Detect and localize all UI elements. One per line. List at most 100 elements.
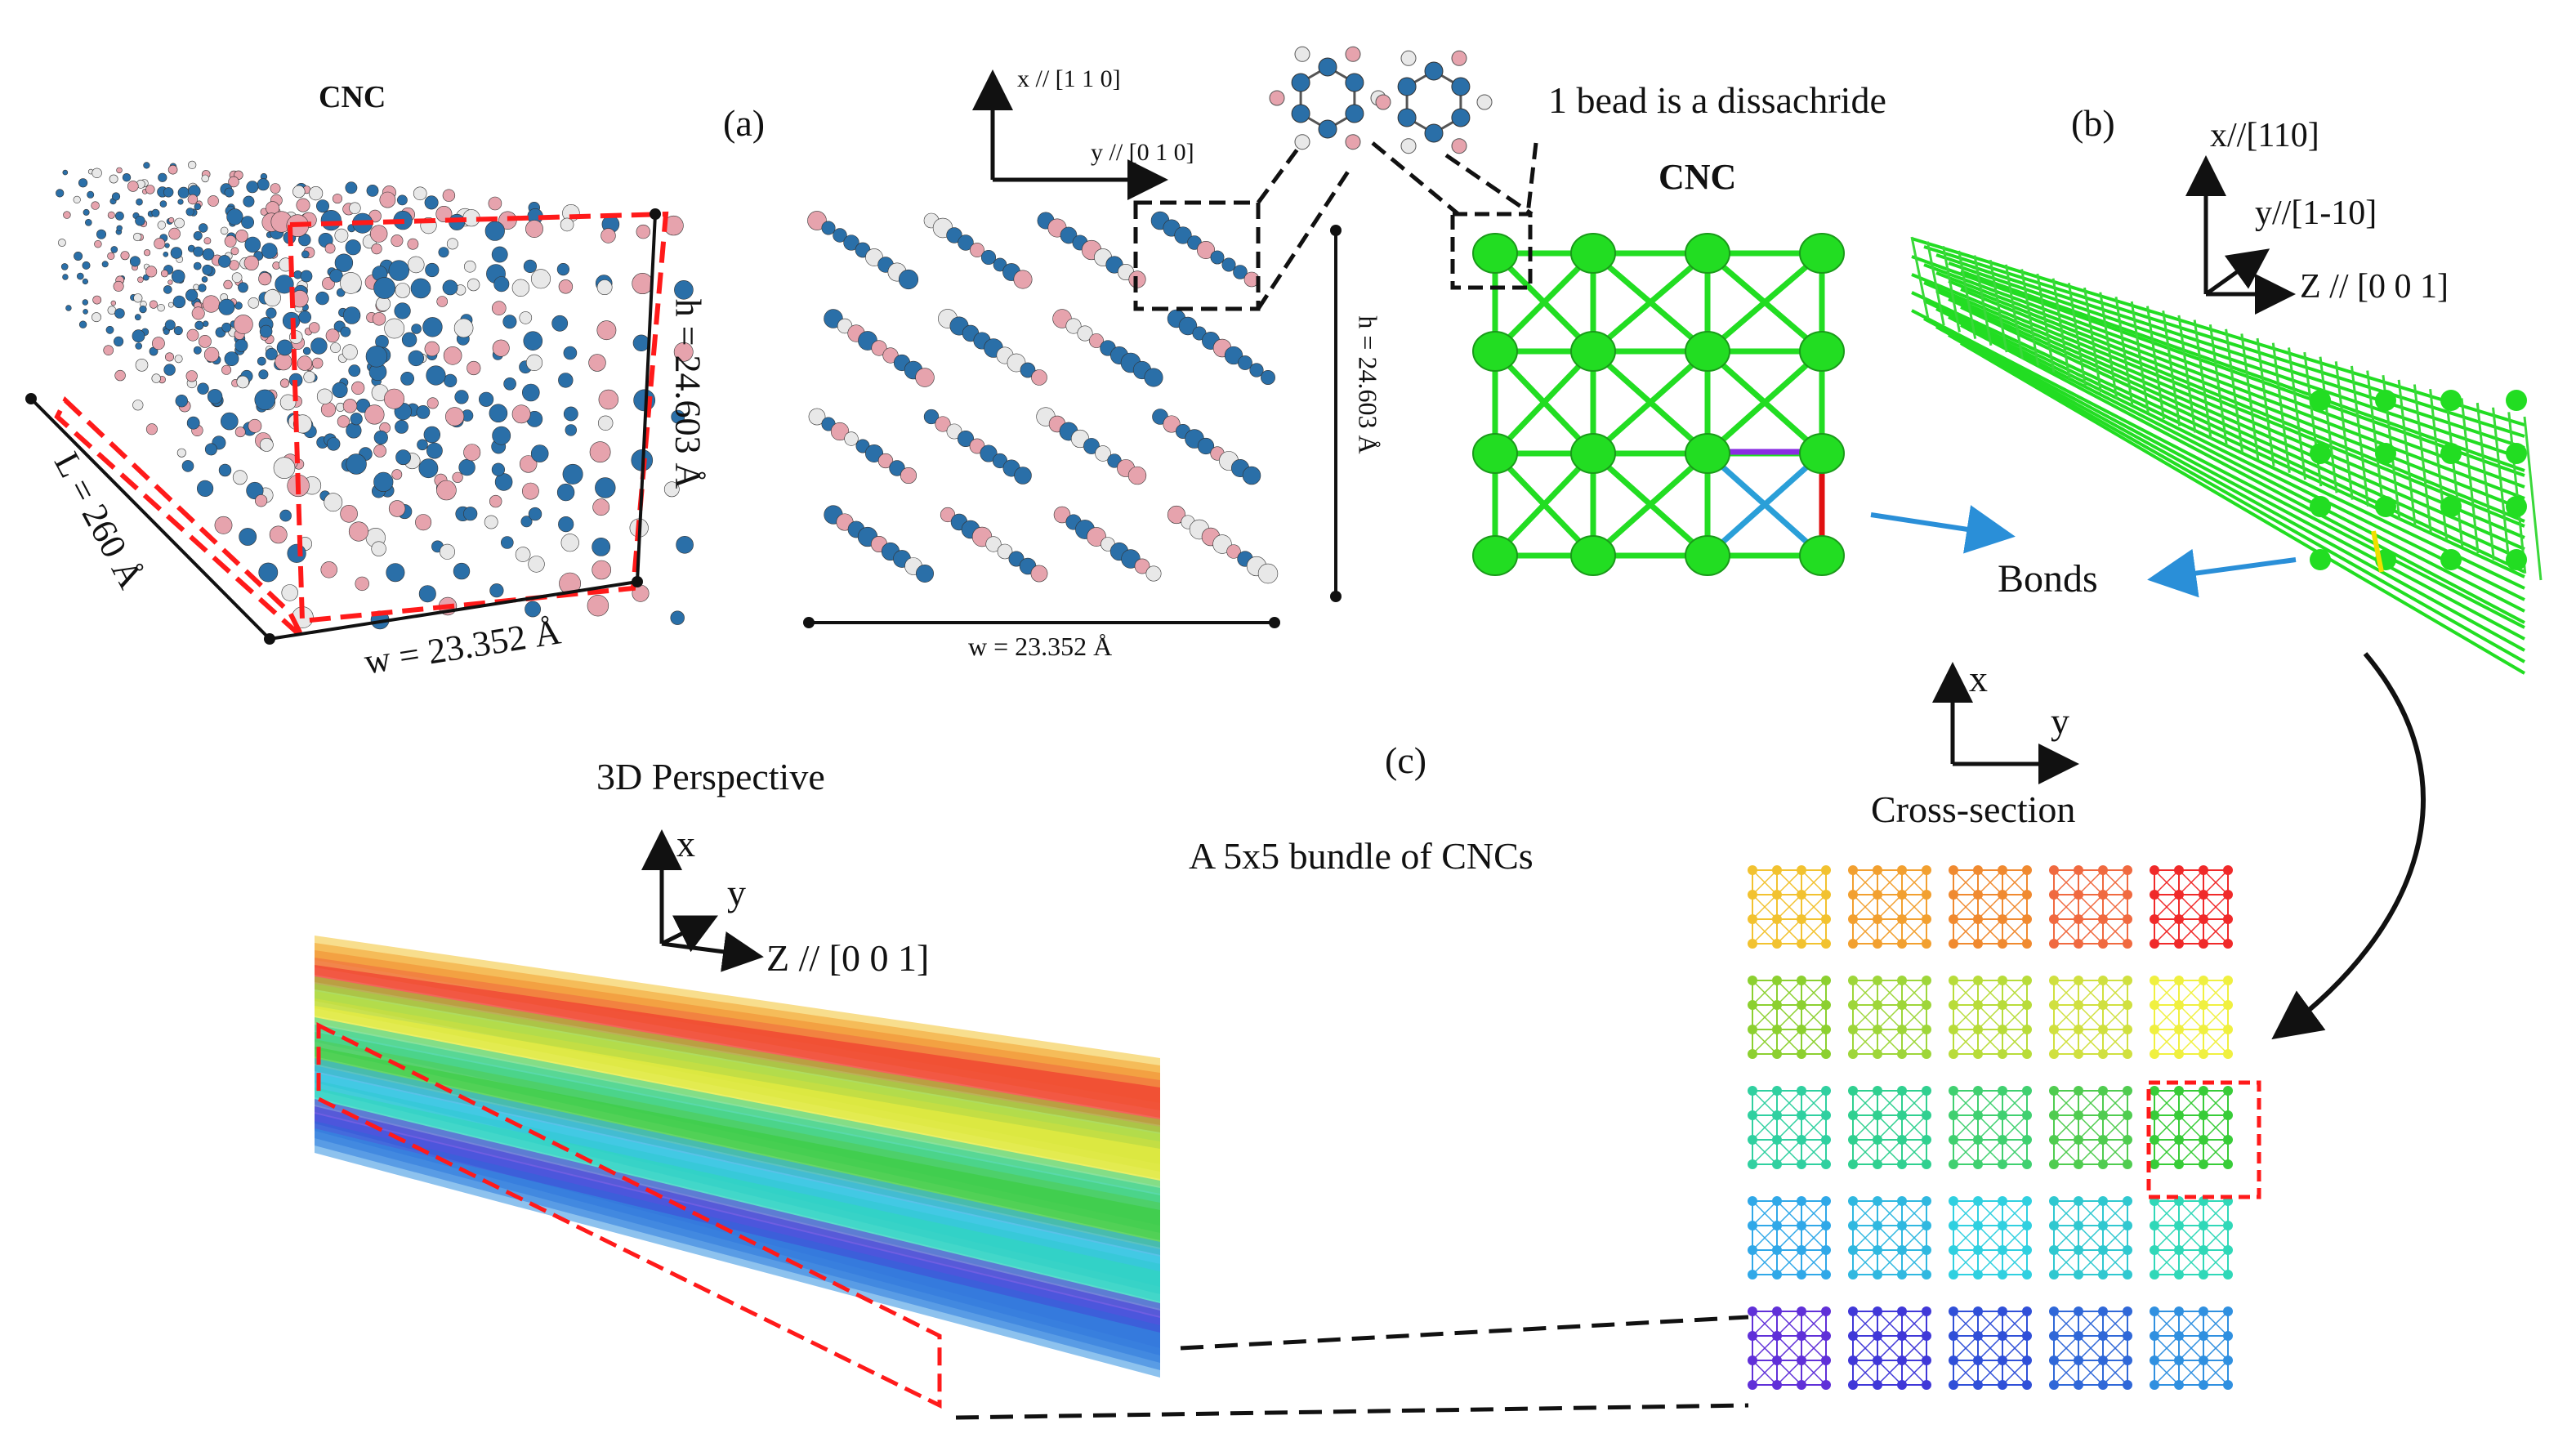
bond — [1877, 1139, 1903, 1165]
bead — [2049, 1000, 2059, 1010]
bead — [1973, 1086, 1983, 1096]
bead — [1748, 1086, 1757, 1096]
bead — [2074, 939, 2083, 949]
atom — [218, 298, 235, 315]
bead — [1949, 1025, 1958, 1034]
bond — [1901, 1114, 1927, 1141]
axis-y-label: y — [727, 872, 746, 913]
atom — [281, 584, 298, 601]
atom — [302, 346, 311, 355]
atom — [560, 217, 574, 232]
bead — [1848, 1110, 1858, 1120]
atom — [83, 208, 90, 216]
bead — [2223, 1159, 2233, 1169]
bond — [1591, 451, 1710, 558]
bead — [1873, 1270, 1882, 1280]
atom — [410, 278, 431, 299]
atom — [92, 312, 101, 323]
bond — [2154, 1360, 2180, 1386]
atom — [270, 183, 281, 194]
atom — [292, 185, 306, 199]
rod-strut — [2193, 319, 2212, 440]
atom — [467, 278, 480, 292]
atom — [151, 208, 160, 217]
bond — [1801, 1335, 1827, 1361]
atom — [525, 354, 543, 372]
atom — [160, 270, 169, 278]
bead — [1772, 1110, 1782, 1120]
bead — [2199, 1000, 2208, 1010]
zoom-lead-line — [1256, 145, 1301, 204]
bead — [1973, 865, 1983, 875]
bond — [2178, 1029, 2204, 1055]
atom — [202, 248, 215, 261]
bead — [1772, 1086, 1782, 1096]
atom — [1375, 94, 1391, 110]
bead — [2123, 1086, 2132, 1096]
bead — [1922, 1025, 1931, 1034]
bead — [2174, 1306, 2184, 1316]
bead — [1797, 1221, 1806, 1230]
axis-x-label: x // [1 1 0] — [1017, 65, 1121, 92]
bond — [2002, 1004, 2028, 1030]
bead — [2150, 1270, 2159, 1280]
bead — [1949, 1245, 1958, 1255]
bead — [2174, 1380, 2184, 1390]
bond — [1953, 918, 1979, 945]
bead — [2098, 1025, 2108, 1034]
bead — [2098, 1270, 2108, 1280]
atom — [248, 418, 262, 433]
cnc-bundle-cross-section — [1748, 865, 2233, 1390]
bead — [2098, 1000, 2108, 1010]
atom — [492, 426, 511, 445]
bond — [2203, 1090, 2229, 1116]
bond — [2102, 1311, 2128, 1337]
atom — [1212, 534, 1232, 554]
bond — [1901, 1004, 1927, 1030]
bead — [1949, 1221, 1958, 1230]
atom — [833, 228, 847, 243]
bead — [2174, 1331, 2184, 1341]
atom — [238, 282, 248, 293]
bead — [1949, 914, 1958, 924]
bead — [1897, 914, 1907, 924]
bead — [2123, 976, 2132, 985]
atom — [351, 381, 365, 395]
atom — [316, 388, 333, 404]
atom — [530, 444, 549, 462]
bond — [2154, 1249, 2180, 1275]
bead — [1797, 976, 1806, 985]
bead — [1973, 939, 1983, 949]
bead — [1949, 1086, 1958, 1096]
atom — [494, 473, 513, 491]
bead — [2199, 1135, 2208, 1145]
bead — [1570, 331, 1616, 372]
bead — [2174, 1086, 2184, 1096]
atom — [257, 178, 270, 191]
bead — [2022, 1086, 2032, 1096]
atom — [844, 431, 859, 446]
bond — [2078, 918, 2104, 945]
cnc-cross-section-cell — [1949, 1196, 2032, 1280]
bead — [2199, 1380, 2208, 1390]
bead — [1685, 535, 1730, 576]
bond — [1801, 894, 1827, 920]
bead — [1797, 1086, 1806, 1096]
atom — [980, 444, 998, 462]
bead — [2123, 890, 2132, 900]
bond — [1901, 918, 1927, 945]
atom — [174, 217, 185, 229]
bead — [1848, 1049, 1858, 1059]
bead — [1748, 914, 1757, 924]
bond — [2078, 1200, 2104, 1226]
bead — [2022, 890, 2032, 900]
atom — [1318, 119, 1337, 139]
atom — [348, 521, 369, 542]
atom — [154, 238, 166, 250]
atom — [82, 261, 91, 270]
bead — [1897, 1380, 1907, 1390]
bead — [1772, 1000, 1782, 1010]
bead — [2199, 865, 2208, 875]
bead — [2199, 1270, 2208, 1280]
atom — [1451, 50, 1467, 66]
